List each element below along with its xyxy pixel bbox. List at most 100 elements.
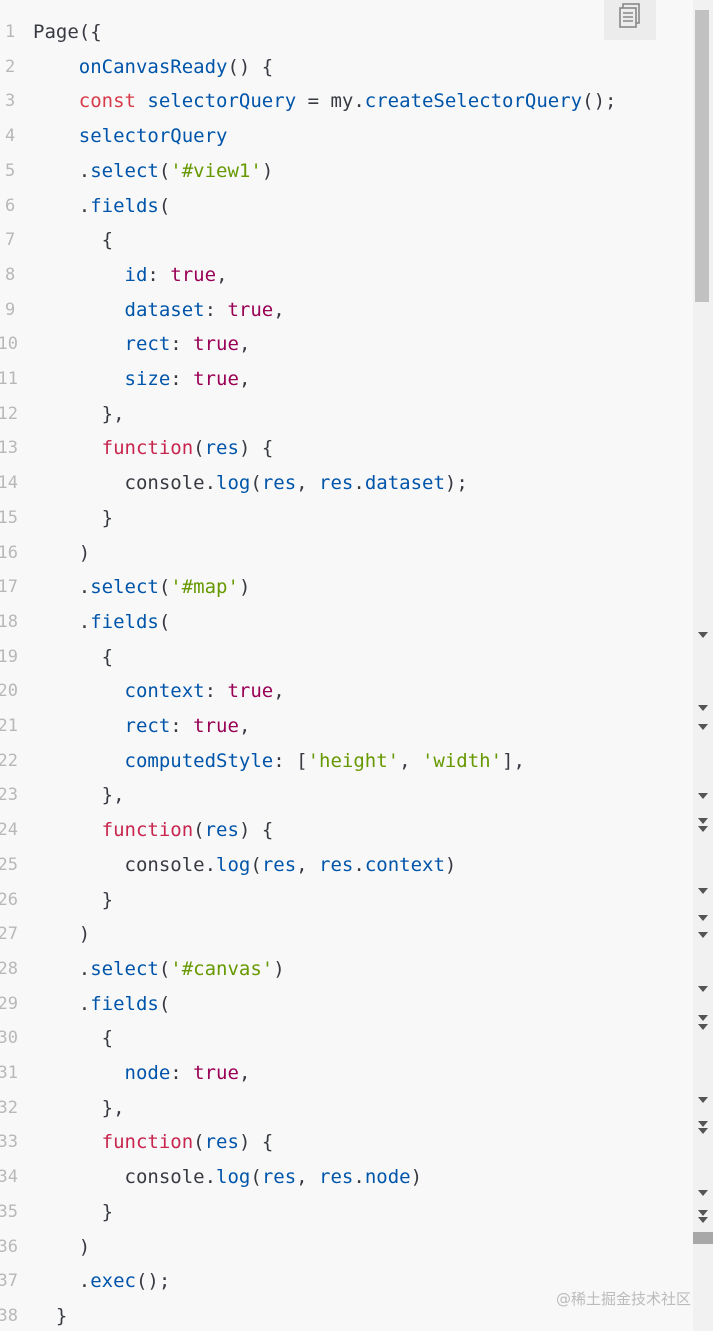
code-token: { [33, 1027, 114, 1050]
code-line: 12 }, [0, 397, 693, 432]
scrollbar-lower-thumb[interactable] [693, 1232, 713, 1244]
code-text: function(res) { [33, 431, 274, 466]
scroll-down-arrow-icon[interactable] [698, 1210, 708, 1216]
code-token: node [364, 1166, 411, 1189]
code-line: 29 .fields( [0, 987, 693, 1022]
code-token: , [216, 263, 228, 286]
copy-button[interactable] [604, 0, 656, 40]
code-text: .select('#canvas') [33, 952, 285, 987]
code-token: fields [90, 610, 159, 633]
code-text: ) [33, 917, 90, 952]
scroll-down-arrow-icon[interactable] [698, 1015, 708, 1021]
scroll-down-arrow-icon[interactable] [698, 888, 708, 894]
code-token: size [124, 368, 171, 390]
code-line: 14 console.log(res, res.dataset); [0, 466, 693, 501]
code-token: ( [158, 957, 171, 980]
code-token: ( [193, 437, 205, 460]
code-token: 'height' [307, 749, 400, 772]
scroll-down-arrow-icon[interactable] [698, 1024, 708, 1030]
scroll-down-arrow-icon[interactable] [698, 986, 708, 992]
code-text: }, [33, 1091, 125, 1126]
line-number: 12 [0, 403, 18, 424]
line-number: 7 [5, 230, 16, 251]
code-token: , [296, 853, 320, 876]
code-token: , [273, 298, 285, 321]
scroll-down-arrow-icon[interactable] [698, 818, 708, 824]
code-token: . [33, 576, 91, 599]
code-token: dataset [124, 298, 205, 321]
code-token: }, [33, 1096, 125, 1119]
code-token: = my. [296, 90, 365, 113]
code-token: ], [502, 749, 525, 772]
scroll-down-arrow-icon[interactable] [698, 632, 708, 638]
scroll-down-arrow-icon[interactable] [698, 915, 708, 921]
code-token: (); [582, 90, 617, 113]
line-number: 15 [0, 507, 18, 528]
code-token: . [33, 159, 91, 182]
line-number: 29 [0, 993, 18, 1014]
code-token: ) { [238, 437, 274, 460]
code-token: , [399, 749, 422, 772]
code-token: computedStyle [124, 749, 274, 772]
scroll-down-arrow-icon[interactable] [698, 1128, 708, 1134]
code-text: selectorQuery [33, 119, 228, 154]
line-number: 25 [0, 854, 18, 875]
line-number: 4 [5, 126, 16, 147]
code-token: dataset [364, 472, 445, 495]
scroll-down-arrow-icon[interactable] [698, 1190, 708, 1196]
code-line: 21 rect: true, [0, 709, 693, 744]
line-number: 22 [0, 750, 18, 771]
scrollbar-thumb[interactable] [695, 10, 709, 302]
code-text: } [33, 501, 113, 536]
code-token: , [238, 1062, 251, 1084]
code-token: console. [33, 472, 217, 495]
code-line: 4 selectorQuery [0, 119, 693, 154]
code-token: true [193, 715, 239, 737]
code-token: , [238, 368, 251, 390]
code-text: .exec(); [33, 1264, 171, 1299]
code-token [33, 125, 79, 147]
code-token: } [33, 1304, 68, 1327]
code-text: rect: true, [33, 709, 251, 744]
vertical-scrollbar[interactable] [693, 0, 713, 1331]
code-line: 17 .select('#map') [0, 570, 693, 605]
scroll-down-arrow-icon[interactable] [698, 1097, 708, 1103]
code-text: .select('#map') [33, 570, 251, 605]
scroll-down-arrow-icon[interactable] [698, 793, 708, 799]
code-token: true [193, 333, 239, 356]
code-token: . [33, 610, 91, 633]
code-text: } [33, 883, 113, 918]
code-token: ( [158, 194, 171, 217]
line-number: 37 [0, 1271, 18, 1292]
scroll-down-arrow-icon[interactable] [698, 932, 708, 938]
line-number: 33 [0, 1132, 18, 1153]
code-token: log [216, 853, 251, 876]
copy-icon [619, 3, 640, 28]
code-text: }, [33, 397, 125, 432]
scroll-down-arrow-icon[interactable] [698, 1217, 708, 1223]
code-token: ) [261, 159, 274, 182]
code-token: }, [33, 402, 125, 425]
scroll-down-arrow-icon[interactable] [698, 826, 708, 832]
code-text: console.log(res, res.dataset); [33, 466, 468, 501]
scroll-down-arrow-icon[interactable] [698, 1121, 708, 1127]
code-text: } [33, 1299, 67, 1331]
code-token: ( [250, 1166, 262, 1189]
code-token [33, 368, 125, 390]
code-token: select [90, 159, 159, 182]
line-number: 19 [0, 646, 18, 667]
code-token: ) [238, 576, 251, 599]
code-line: 13 function(res) { [0, 431, 693, 466]
line-number: 3 [5, 91, 16, 112]
code-token: : [170, 715, 194, 737]
code-text: .fields( [33, 605, 171, 640]
line-number: 2 [5, 56, 16, 77]
scroll-down-arrow-icon[interactable] [698, 705, 708, 711]
line-number: 26 [0, 889, 18, 910]
code-line: 25 console.log(res, res.context) [0, 848, 693, 883]
scroll-down-arrow-icon[interactable] [698, 724, 708, 730]
line-number: 30 [0, 1028, 18, 1049]
code-token: fields [90, 992, 159, 1015]
code-token: ) [410, 1166, 423, 1189]
code-token: } [33, 506, 114, 529]
